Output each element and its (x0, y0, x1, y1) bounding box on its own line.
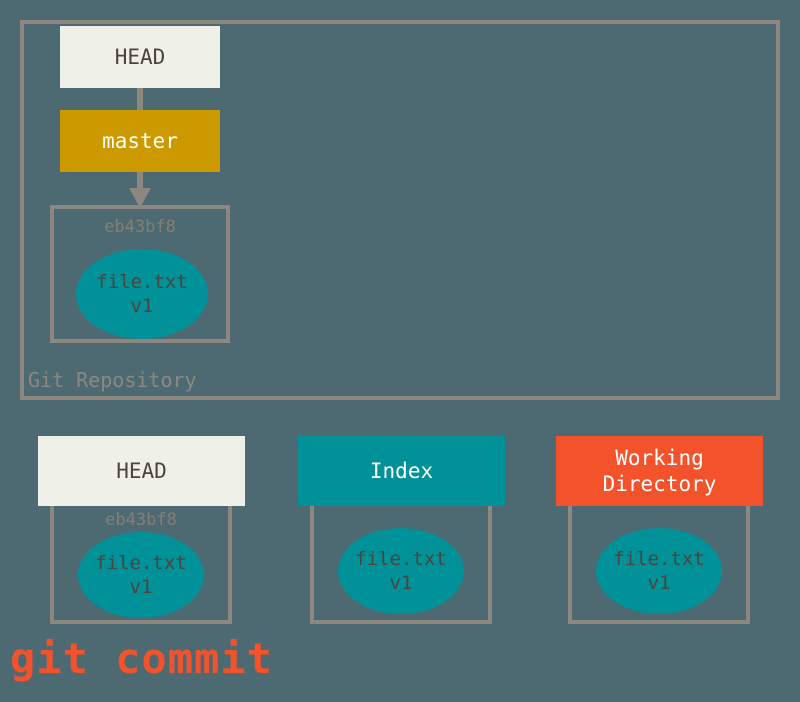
area-index-blob: file.txt v1 (338, 528, 464, 614)
repo-commit-id: eb43bf8 (104, 217, 176, 237)
area-head-box: HEAD (38, 436, 245, 506)
area-working-blob-filename: file.txt (613, 548, 705, 570)
repo-commit-blob: file.txt v1 (76, 249, 208, 339)
repo-master-branch-box: master (60, 110, 220, 172)
area-index-blob-version: v1 (389, 572, 413, 594)
git-repository-label: Git Repository (28, 368, 197, 392)
area-head-blob-filename: file.txt (95, 552, 187, 574)
repo-commit-container: eb43bf8 file.txt v1 (50, 205, 230, 343)
repo-blob-filename: file.txt (96, 271, 188, 293)
area-head-blob: file.txt v1 (78, 532, 204, 618)
area-working-directory-container: file.txt v1 (568, 506, 750, 624)
area-working-blob-version: v1 (647, 572, 671, 594)
master-to-commit-connector (137, 172, 143, 190)
repo-blob-version: v1 (130, 295, 154, 317)
area-head-blob-version: v1 (129, 576, 153, 598)
area-index-blob-filename: file.txt (355, 548, 447, 570)
area-head-commit-id: eb43bf8 (105, 510, 177, 530)
area-index-box: Index (298, 436, 505, 506)
head-to-master-connector (137, 88, 143, 110)
command-caption: git commit (10, 634, 273, 683)
area-working-directory-box: Working Directory (556, 436, 763, 506)
area-index-container: file.txt v1 (310, 506, 492, 624)
git-repository-frame (20, 20, 780, 400)
area-head-container: eb43bf8 file.txt v1 (50, 506, 232, 624)
arrow-down-icon (129, 188, 151, 208)
repo-head-box: HEAD (60, 26, 220, 88)
area-working-directory-blob: file.txt v1 (596, 528, 722, 614)
